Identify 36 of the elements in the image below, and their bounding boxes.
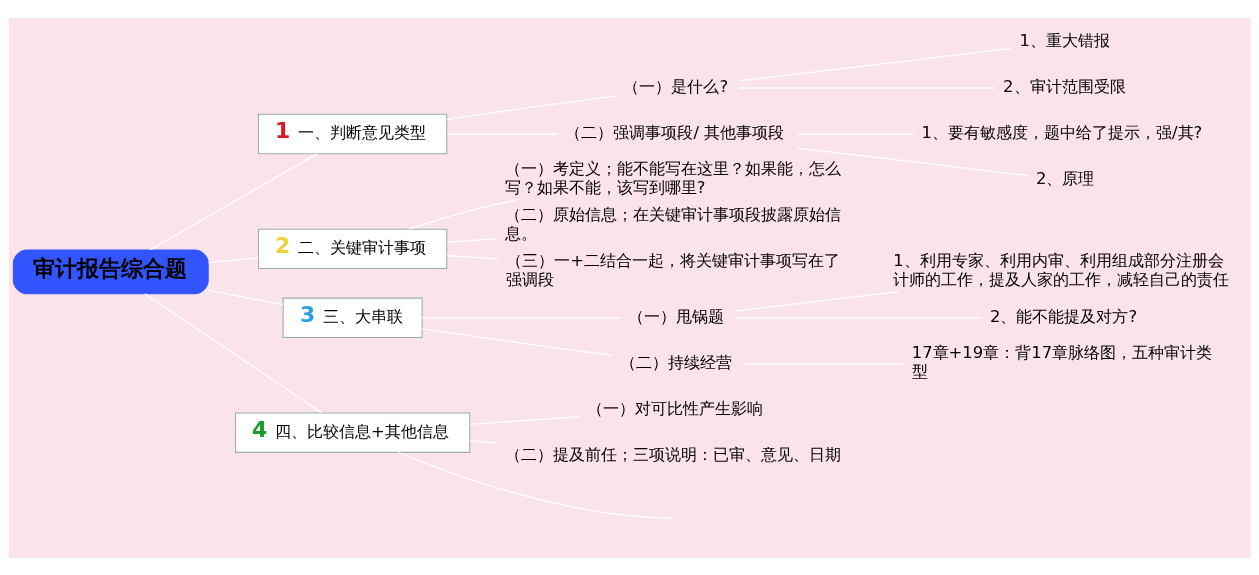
node-text: （二）提及前任；三项说明：已审、意见、日期 — [504, 444, 841, 464]
node-text: 2、原理 — [1035, 168, 1094, 188]
node-text: 1、重大错报 — [1019, 30, 1110, 50]
connector — [734, 290, 900, 312]
connector — [796, 147, 1029, 176]
node-text: 1、利用专家、利用内审、利用组成部分注册会计师的工作，提及人家的工作，减轻自己的责任 — [892, 250, 1229, 289]
connector — [397, 451, 674, 519]
connector — [149, 152, 318, 250]
connector — [207, 289, 284, 305]
connector — [421, 327, 612, 356]
connector — [143, 292, 323, 414]
connector — [468, 439, 497, 444]
node-text: （二）原始信息；在关键审计事项段披露原始信息。 — [504, 204, 841, 243]
connector — [445, 237, 498, 243]
connector — [738, 47, 1012, 81]
node-text: （一）对可比性产生影响 — [586, 398, 763, 418]
node-text: （二）强调事项段/ 其他事项段 — [564, 122, 784, 142]
node-box: 4 四、比较信息+其他信息 — [234, 411, 470, 453]
node-text: 2、能不能提及对方? — [989, 306, 1137, 326]
connector — [468, 415, 580, 425]
node-text: （一）是什么? — [622, 76, 728, 96]
node-text: 17章+19章：背17章脉络图，五种审计类型 — [911, 342, 1212, 381]
node-text: 1、要有敏感度，题中给了提示，强/其? — [921, 122, 1202, 142]
node-text: （二）持续经营 — [619, 352, 732, 372]
node-text: （一）甩锅题 — [627, 306, 724, 326]
node-box: 审计报告综合题 — [12, 248, 209, 294]
node-text: 2、审计范围受限 — [1002, 76, 1126, 96]
node-box: 2 二、关键审计事项 — [257, 228, 447, 269]
node-text: （三）一+二结合一起，将关键审计事项写在了强调段 — [505, 250, 840, 289]
node-box: 3 三、大串联 — [282, 297, 423, 338]
connector — [207, 256, 259, 263]
connector — [407, 198, 519, 230]
node-text: （一）考定义；能不能写在这里？如果能，怎么写？如果不能，该写到哪里? — [504, 158, 841, 197]
connector — [445, 254, 499, 260]
node-box: 1 一、判断意见类型 — [257, 113, 447, 154]
connector — [445, 94, 616, 120]
